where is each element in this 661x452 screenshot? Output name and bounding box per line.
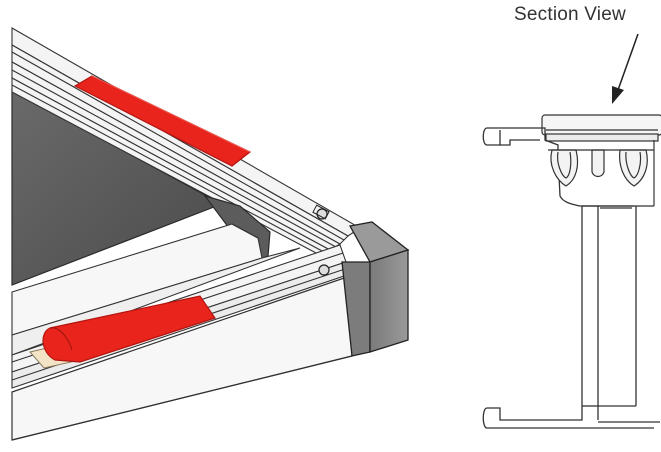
front-rail-screw bbox=[318, 264, 330, 276]
screw-slot bbox=[312, 204, 330, 220]
profile-cap bbox=[541, 114, 661, 142]
tape-curl bbox=[49, 327, 73, 351]
section-pointer-arrow bbox=[612, 33, 639, 104]
profile-top-flange bbox=[482, 127, 654, 207]
profile-bottom-flange bbox=[482, 406, 660, 429]
tape-highlight bbox=[91, 75, 251, 153]
section-view-label: Section View bbox=[514, 4, 626, 25]
profile-spring-clips bbox=[548, 140, 655, 206]
front-rail-tape bbox=[42, 295, 216, 363]
end-cap bbox=[341, 221, 410, 357]
profile-web bbox=[581, 205, 637, 407]
